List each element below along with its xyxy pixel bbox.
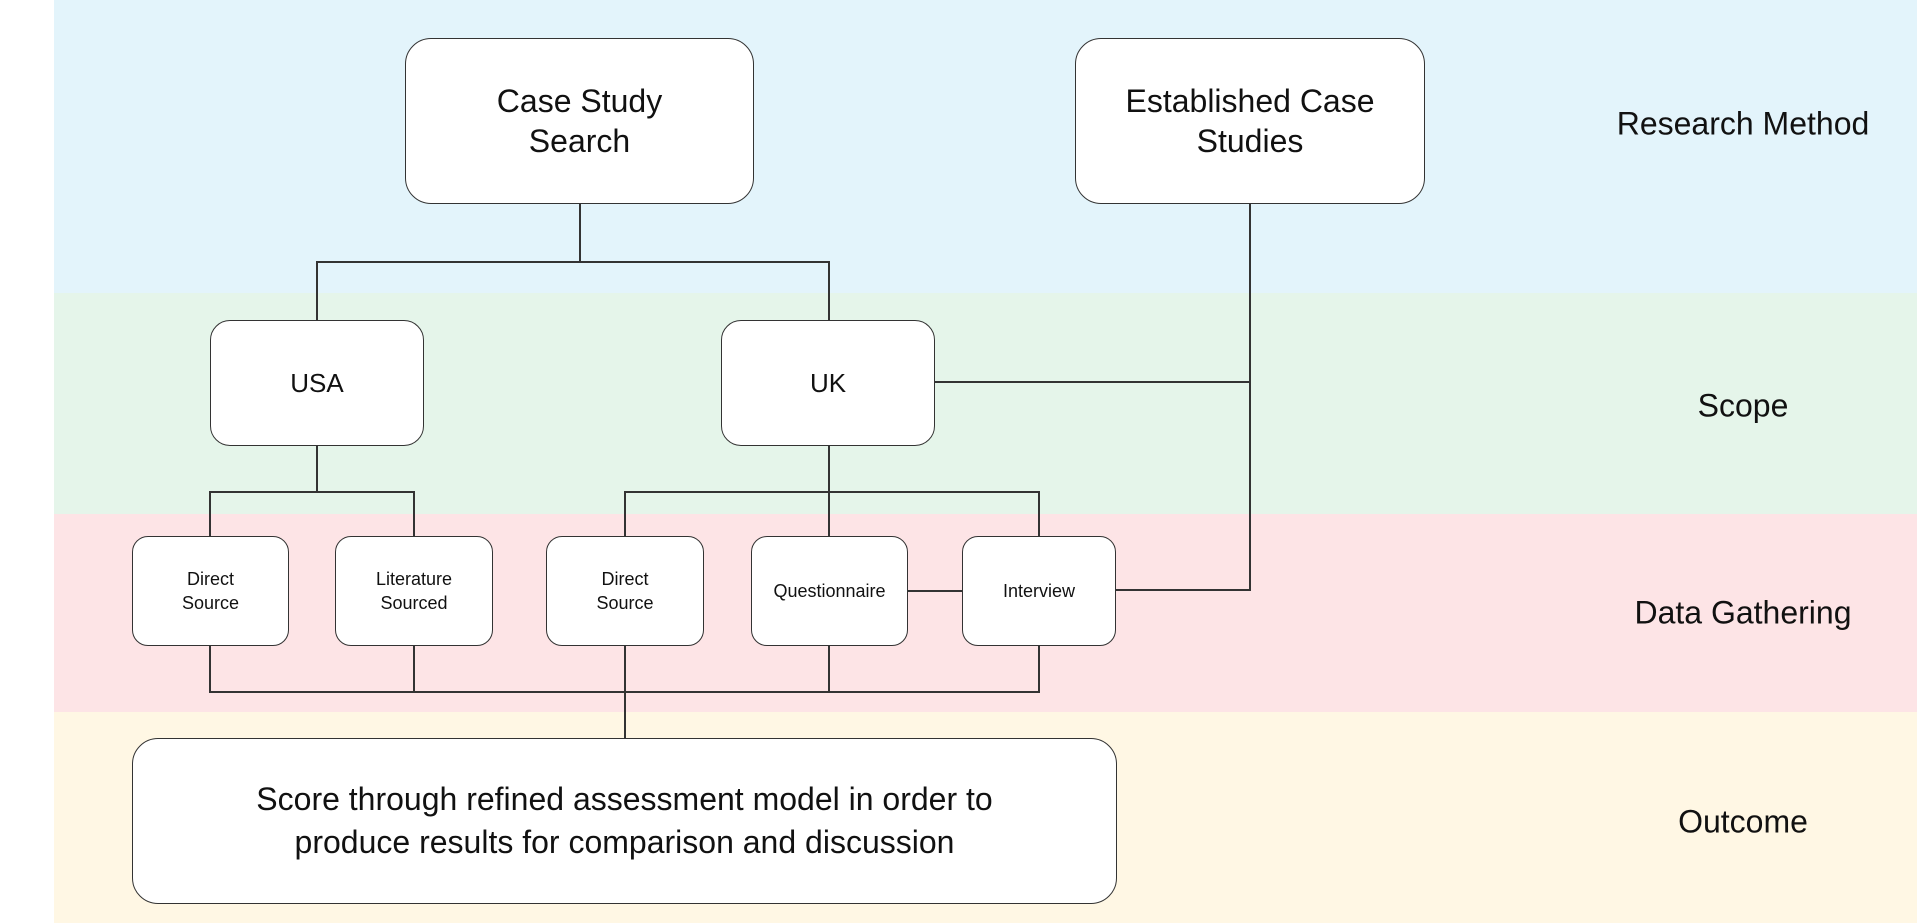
- connector-established-to-interview: [1116, 204, 1251, 591]
- outcome-node: Score through refined assessment model i…: [132, 738, 1117, 904]
- connector-country-bar: [316, 261, 830, 320]
- data-gathering-label: Data Gathering: [1634, 594, 1852, 631]
- connector-uk-sources-bar: [624, 491, 1040, 536]
- usa-node: USA: [210, 320, 424, 446]
- uk-questionnaire-node: Questionnaire: [751, 536, 908, 646]
- research-method-band: [54, 0, 1917, 293]
- usa-direct-source-node: Direct Source: [132, 536, 289, 646]
- scope-label: Scope: [1697, 387, 1789, 424]
- outcome-label: Outcome: [1678, 803, 1808, 840]
- uk-node: UK: [721, 320, 935, 446]
- research-method-label: Research Method: [1616, 105, 1870, 142]
- usa-literature-sourced-node: Literature Sourced: [335, 536, 493, 646]
- connector-usa-sources-bar: [209, 491, 415, 536]
- uk-direct-source-node: Direct Source: [546, 536, 704, 646]
- case-study-search-node: Case Study Search: [405, 38, 754, 204]
- uk-interview-node: Interview: [962, 536, 1116, 646]
- established-case-studies-node: Established Case Studies: [1075, 38, 1425, 204]
